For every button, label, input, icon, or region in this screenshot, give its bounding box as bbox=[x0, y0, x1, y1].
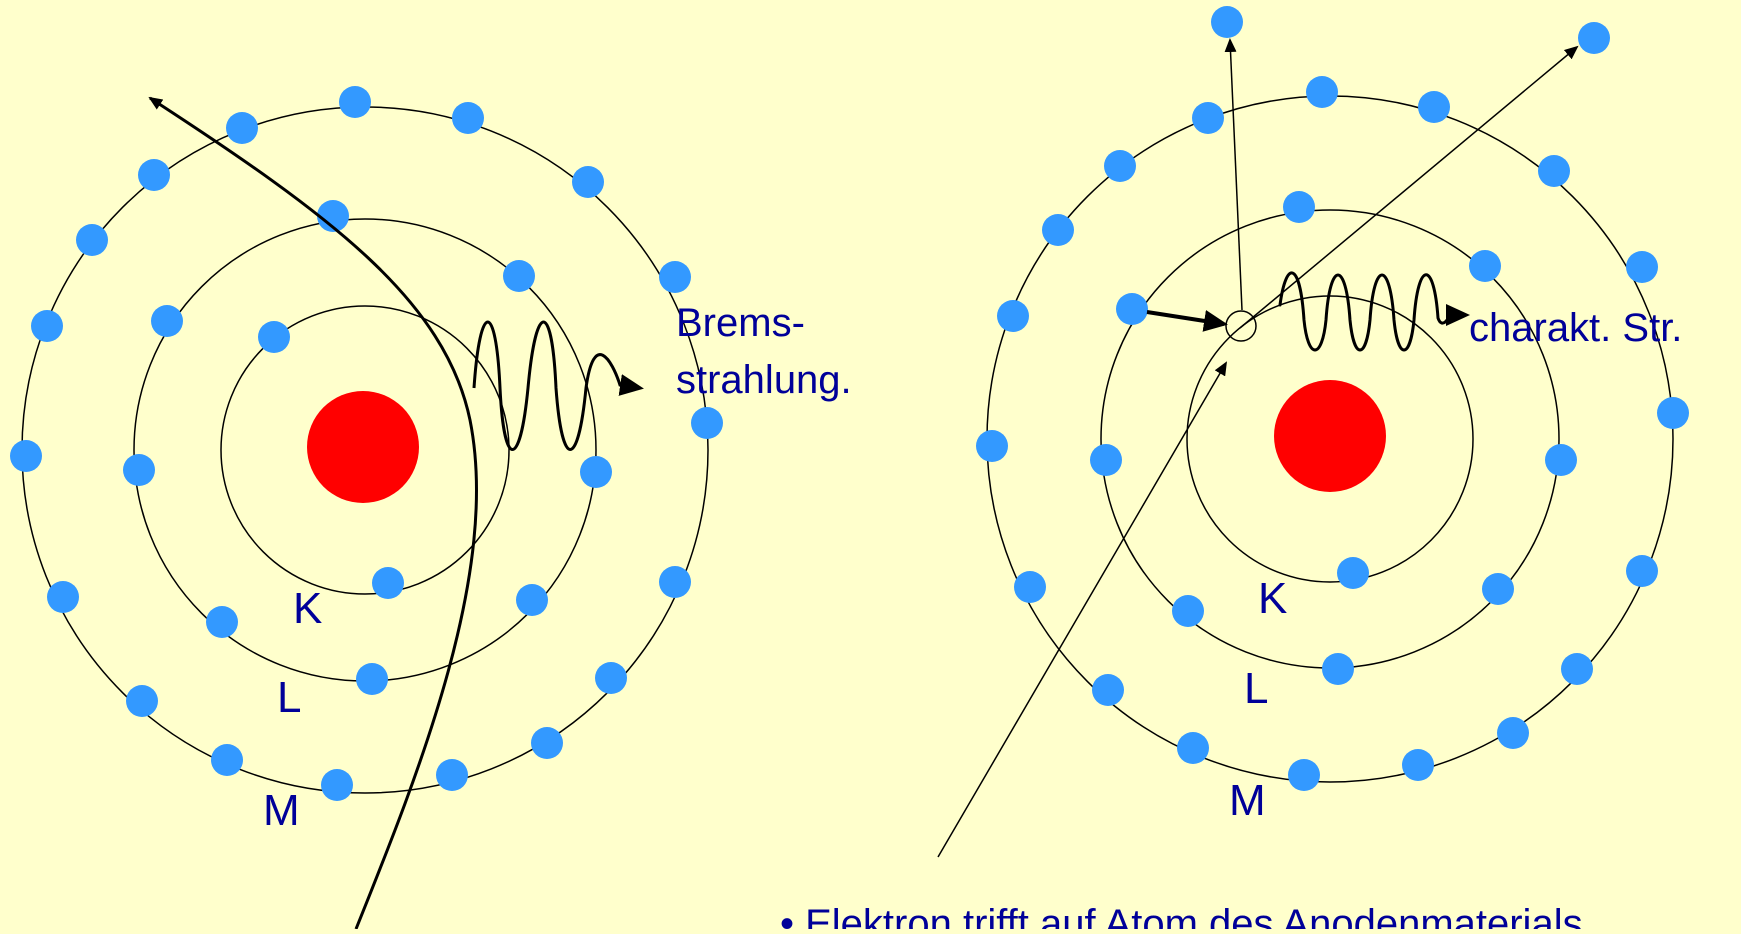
electron bbox=[1497, 717, 1529, 749]
electron bbox=[1626, 555, 1658, 587]
electron bbox=[1322, 653, 1354, 685]
electron bbox=[1090, 444, 1122, 476]
characteristic-radiation-label: charakt. Str. bbox=[1469, 306, 1682, 350]
transition-arrow bbox=[1146, 310, 1228, 332]
electron bbox=[1042, 214, 1074, 246]
electron bbox=[76, 224, 108, 256]
incoming-electron-path bbox=[937, 361, 1228, 858]
left-label-k: K bbox=[293, 584, 322, 633]
left-label-m: M bbox=[263, 786, 300, 835]
bremsstrahlung-label-line1: Brems- bbox=[676, 301, 805, 345]
electron bbox=[321, 769, 353, 801]
electron bbox=[1469, 250, 1501, 282]
electron bbox=[531, 727, 563, 759]
electron bbox=[123, 454, 155, 486]
electron bbox=[138, 159, 170, 191]
electron bbox=[211, 744, 243, 776]
electron bbox=[1657, 397, 1689, 429]
electron bbox=[1177, 732, 1209, 764]
electron bbox=[1172, 595, 1204, 627]
electron bbox=[47, 581, 79, 613]
electron bbox=[1104, 150, 1136, 182]
right-atom: K L M charakt. Str. bbox=[937, 6, 1689, 858]
scattered-electron bbox=[1578, 22, 1610, 54]
electron bbox=[1626, 251, 1658, 283]
electron bbox=[1306, 76, 1338, 108]
scattered-electron-path bbox=[1239, 45, 1579, 329]
electron bbox=[976, 430, 1008, 462]
electron bbox=[659, 566, 691, 598]
electron bbox=[258, 321, 290, 353]
electron bbox=[31, 310, 63, 342]
caption: • Elektron trifft auf Atom des Anodenmat… bbox=[780, 902, 1583, 929]
electron bbox=[1116, 293, 1148, 325]
electron bbox=[1014, 571, 1046, 603]
left-k-shell bbox=[220, 305, 510, 595]
right-label-k: K bbox=[1258, 574, 1287, 623]
electron bbox=[503, 260, 535, 292]
electron bbox=[317, 200, 349, 232]
electron bbox=[1288, 759, 1320, 791]
electron bbox=[372, 567, 404, 599]
electron bbox=[226, 112, 258, 144]
right-nucleus bbox=[1274, 380, 1386, 492]
electron bbox=[659, 261, 691, 293]
electron bbox=[997, 300, 1029, 332]
electron bbox=[1482, 573, 1514, 605]
electron bbox=[356, 663, 388, 695]
electron bbox=[580, 456, 612, 488]
electron bbox=[339, 86, 371, 118]
ejected-electron-path bbox=[1224, 38, 1243, 311]
electron bbox=[1092, 674, 1124, 706]
k-shell-vacancy bbox=[1225, 310, 1257, 342]
bremsstrahlung-label-line2: strahlung. bbox=[676, 358, 852, 402]
electron bbox=[10, 440, 42, 472]
left-nucleus bbox=[307, 391, 419, 503]
electron bbox=[126, 685, 158, 717]
ejected-electron bbox=[1211, 6, 1243, 38]
electron bbox=[572, 166, 604, 198]
electron bbox=[691, 407, 723, 439]
right-label-m: M bbox=[1229, 776, 1266, 825]
electron bbox=[595, 662, 627, 694]
electron bbox=[1418, 91, 1450, 123]
electron bbox=[1561, 653, 1593, 685]
electron bbox=[1545, 444, 1577, 476]
electron bbox=[1192, 102, 1224, 134]
electron bbox=[1283, 191, 1315, 223]
left-electron-trajectory bbox=[148, 96, 478, 930]
right-label-l: L bbox=[1244, 664, 1268, 713]
left-electrons bbox=[10, 86, 723, 801]
left-atom: K L M Brems- strahlung. bbox=[10, 86, 852, 930]
right-electrons bbox=[976, 6, 1689, 791]
electron bbox=[1402, 749, 1434, 781]
electron bbox=[206, 606, 238, 638]
electron bbox=[151, 305, 183, 337]
electron bbox=[516, 584, 548, 616]
characteristic-wave bbox=[1278, 271, 1462, 352]
left-label-l: L bbox=[277, 673, 301, 722]
electron bbox=[1538, 155, 1570, 187]
electron bbox=[452, 102, 484, 134]
electron bbox=[436, 759, 468, 791]
electron bbox=[1337, 557, 1369, 589]
bremsstrahlung-wave bbox=[472, 320, 644, 451]
